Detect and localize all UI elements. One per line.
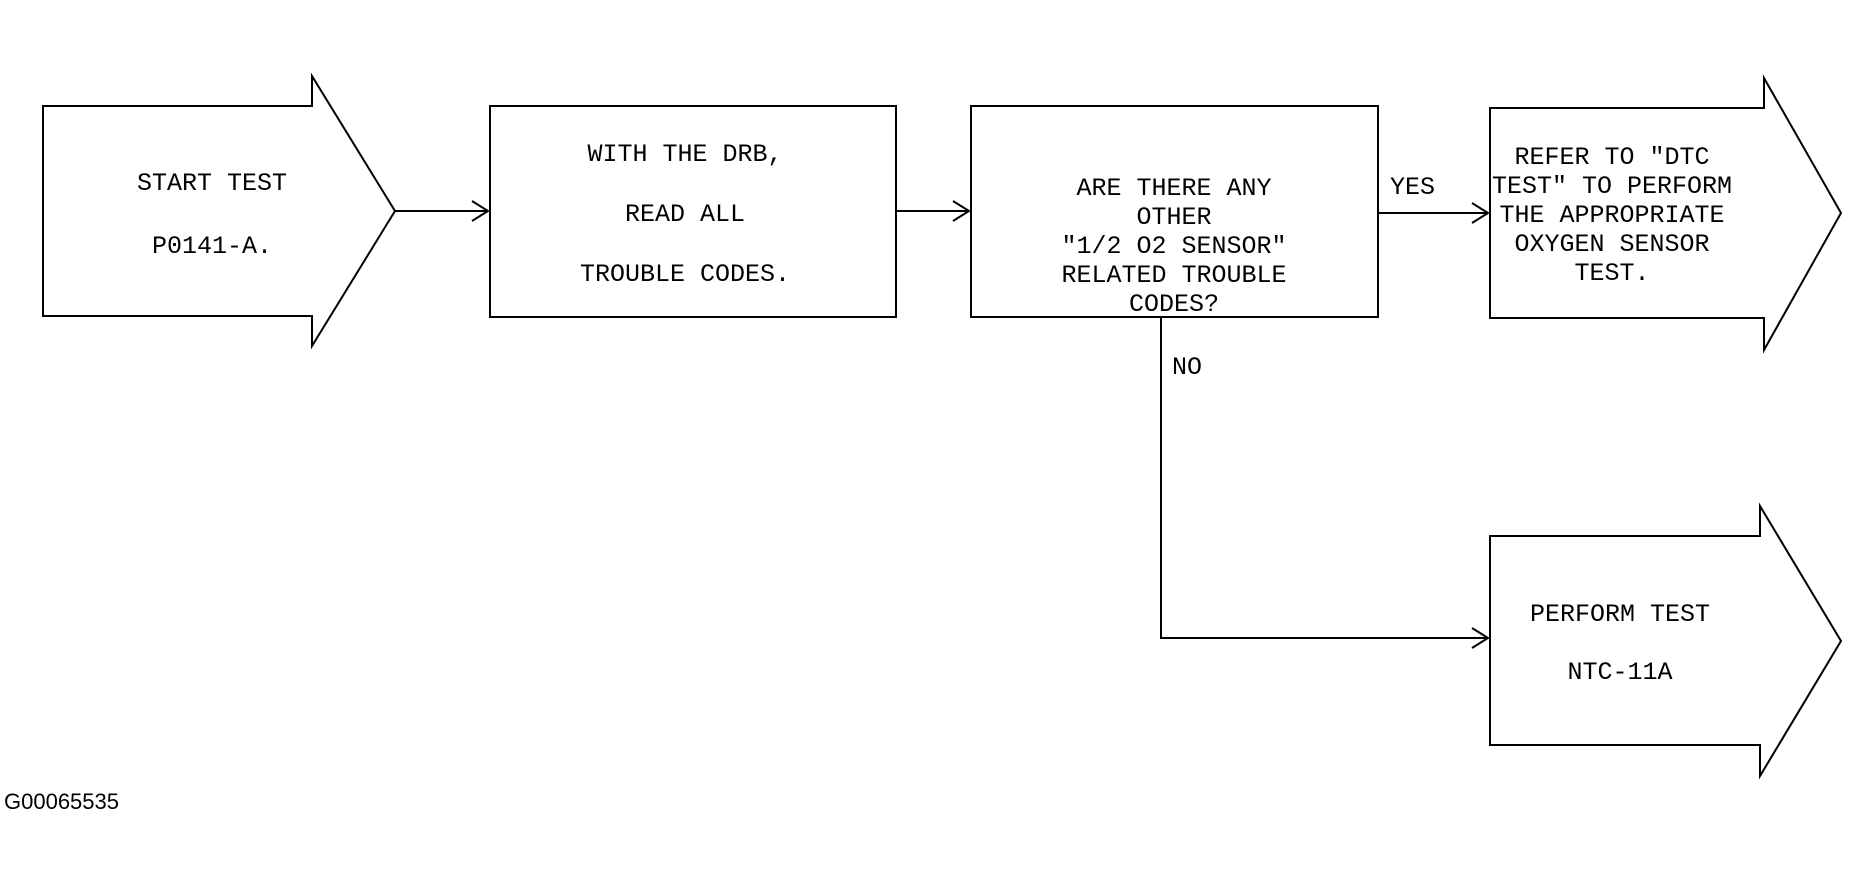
read-codes-line-3: TROUBLE CODES. — [580, 260, 790, 289]
perform-test-arrow-shape — [1489, 502, 1843, 780]
question-line-1: ARE THERE ANY — [1076, 174, 1271, 203]
refer-arrow-shape — [1489, 74, 1843, 354]
start-test-line-1: START TEST — [137, 169, 287, 198]
refer-line-2: TEST" TO PERFORM — [1492, 172, 1732, 201]
question-line-2: OTHER — [1136, 203, 1211, 232]
refer-line-1: REFER TO "DTC — [1514, 143, 1709, 172]
read-codes-box — [489, 105, 897, 318]
question-line-5: CODES? — [1129, 290, 1219, 319]
read-codes-line-2: READ ALL — [625, 200, 745, 229]
start-test-arrow-shape — [42, 72, 397, 350]
connector-start-to-read — [395, 200, 490, 222]
refer-line-4: OXYGEN SENSOR — [1514, 230, 1709, 259]
question-box — [970, 105, 1379, 318]
perform-test-line-2: NTC-11A — [1567, 658, 1672, 687]
connector-read-to-question — [896, 200, 971, 222]
perform-test-line-1: PERFORM TEST — [1530, 600, 1710, 629]
read-codes-line-1: WITH THE DRB, — [587, 140, 782, 169]
no-edge-label: NO — [1172, 353, 1202, 382]
refer-line-3: THE APPROPRIATE — [1499, 201, 1724, 230]
refer-line-5: TEST. — [1574, 259, 1649, 288]
connector-no-to-perform — [1160, 317, 1490, 649]
yes-edge-label: YES — [1390, 173, 1435, 202]
start-test-line-2: P0141-A. — [152, 232, 272, 261]
connector-yes-to-refer — [1378, 202, 1490, 224]
figure-id-label: G00065535 — [4, 789, 119, 814]
question-line-4: RELATED TROUBLE — [1061, 261, 1286, 290]
question-line-3: "1/2 O2 SENSOR" — [1061, 232, 1286, 261]
